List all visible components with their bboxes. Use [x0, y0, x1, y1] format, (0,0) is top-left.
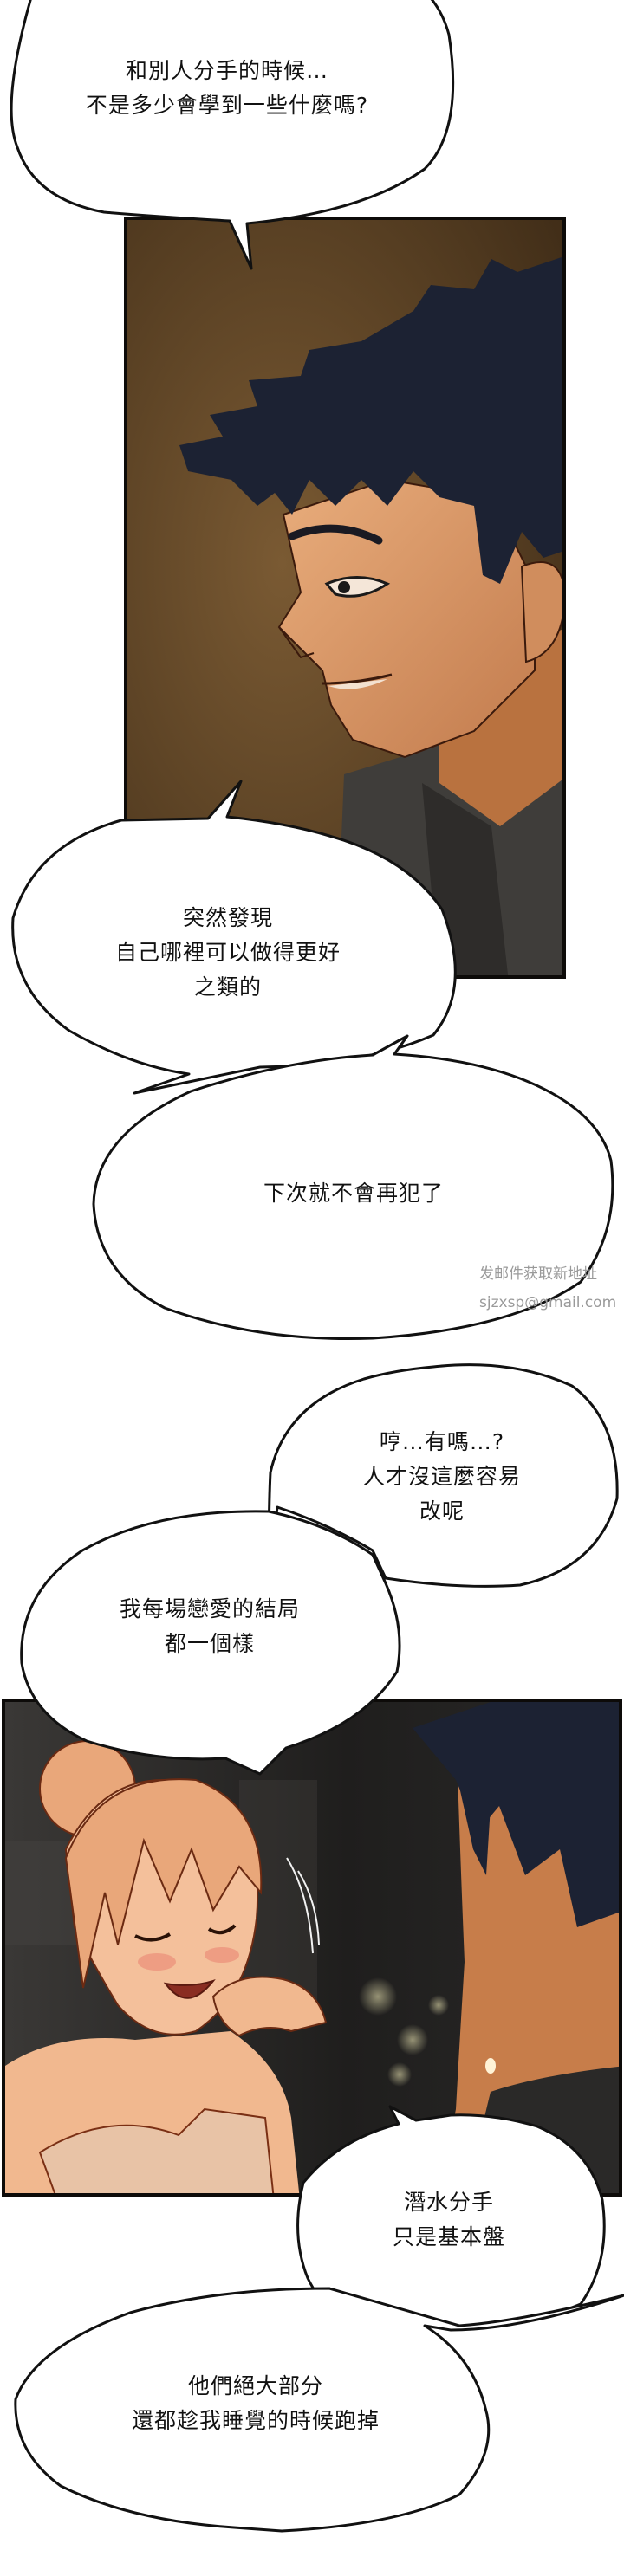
speech-bubble-2-text: 突然發現 自己哪裡可以做得更好 之類的	[115, 901, 341, 1005]
bubble-4-line-1: 哼…有嗎…?	[379, 1429, 505, 1454]
bubble-1-line-1: 和別人分手的時候…	[125, 58, 328, 83]
speech-bubble-1-shape	[10, 0, 455, 270]
speech-bubble-1-text: 和別人分手的時候… 不是多少會學到一些什麼嗎?	[86, 54, 368, 123]
watermark-email: sjzxsp@gmail.com	[479, 1294, 617, 1311]
bubble-7-line-1: 他們絕大部分	[187, 2373, 324, 2398]
bubble-4-line-3: 改呢	[419, 1498, 465, 1524]
bubble-6-line-1: 潛水分手	[403, 2190, 495, 2215]
bubble-2-line-2: 自己哪裡可以做得更好	[114, 940, 341, 965]
watermark: 发邮件获取新地址 sjzxsp@gmail.com	[479, 1260, 616, 1317]
bubble-3-line-1: 下次就不會再犯了	[263, 1181, 445, 1206]
speech-bubble-6-text: 潛水分手 只是基本盤	[393, 2185, 505, 2255]
comic-panel-2	[2, 1699, 622, 2197]
speech-bubble-4-text: 哼…有嗎…? 人才沒這麼容易 改呢	[363, 1425, 521, 1529]
speech-bubble-5-shape	[20, 1510, 401, 1776]
bubble-2-line-3: 之類的	[193, 974, 263, 1000]
bubble-5-line-1: 我每場戀愛的結局	[119, 1596, 301, 1621]
bubble-4-line-2: 人才沒這麼容易	[362, 1464, 522, 1489]
speech-bubble-3-shape	[92, 1034, 614, 1341]
bubble-7-line-2: 還都趁我睡覺的時候跑掉	[131, 2408, 380, 2433]
bubble-6-line-2: 只是基本盤	[392, 2224, 506, 2249]
speech-bubble-7-shape	[14, 2287, 624, 2533]
watermark-line-1: 发邮件获取新地址	[479, 1265, 597, 1283]
speech-bubble-4-shape	[267, 1363, 619, 1588]
bubble-5-line-2: 都一個樣	[164, 1631, 256, 1656]
speech-bubble-3-text: 下次就不會再犯了	[263, 1176, 444, 1211]
speech-bubble-7-text: 他們絕大部分 還都趁我睡覺的時候跑掉	[132, 2369, 380, 2438]
speech-bubble-5-text: 我每場戀愛的結局 都一個樣	[120, 1592, 300, 1661]
panel-2-artwork	[5, 1702, 619, 2193]
bubble-2-line-1: 突然發現	[182, 905, 274, 930]
bubble-1-line-2: 不是多少會學到一些什麼嗎?	[85, 93, 369, 118]
